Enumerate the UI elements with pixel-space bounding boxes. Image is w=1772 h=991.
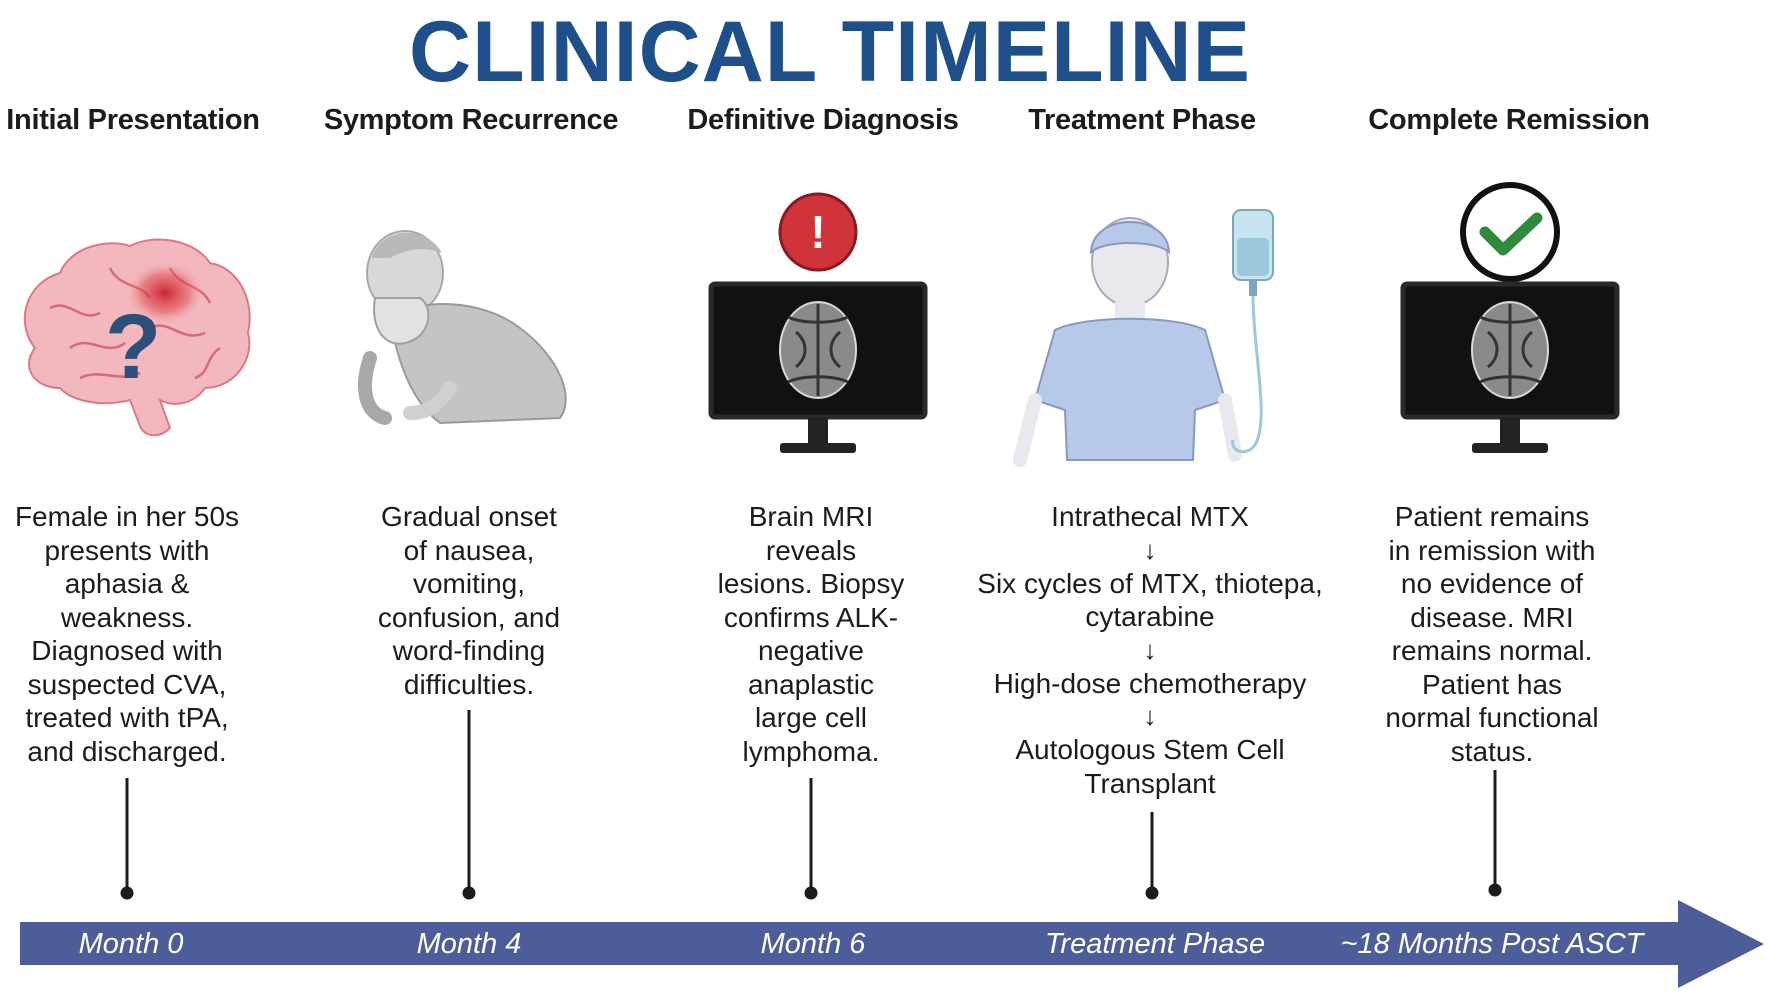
timeline-dot (1488, 883, 1502, 897)
svg-text:!: ! (810, 206, 825, 258)
timeline-dot (462, 886, 476, 900)
treatment-step-4: Autologous Stem Cell (1015, 734, 1285, 765)
alert-icon (778, 192, 858, 272)
treatment-step-2: Six cycles of MTX, thiotepa, (977, 567, 1323, 599)
timeline-dot (1145, 886, 1159, 900)
page-title: CLINICAL TIMELINE (409, 4, 1251, 100)
timeline-stem (125, 778, 129, 893)
timeline-dot (804, 886, 818, 900)
mri-monitor-alert-icon: ! (708, 192, 928, 453)
stage-description-symptom-recurrence: Gradual onset of nausea, vomiting, confu… (377, 501, 561, 700)
timeline-dot (120, 886, 134, 900)
timeline-stem (467, 710, 471, 893)
nauseous-person-icon (358, 230, 567, 425)
stage-description-definitive-diagnosis: Brain MRI reveals lesions. Biopsy confir… (717, 501, 905, 767)
stage-header-complete-remission: Complete Remission (1368, 104, 1650, 136)
time-label-18-months-post-asct: ~18 Months Post ASCT (1340, 928, 1644, 960)
timeline-stem (809, 778, 813, 893)
arrow-down-icon: ↓ (1143, 634, 1157, 665)
arrow-down-icon: ↓ (1143, 701, 1157, 731)
patient-iv-drip-icon (1013, 209, 1274, 467)
treatment-step-3: High-dose chemotherapy (993, 667, 1307, 699)
stage-description-initial-presentation: Female in her 50s presents with aphasia … (14, 501, 240, 767)
arrow-down-icon: ↓ (1143, 534, 1157, 565)
mri-monitor-check-icon (1400, 182, 1620, 453)
stage-header-treatment-phase: Treatment Phase (1028, 104, 1256, 136)
timeline-bar (20, 922, 1680, 965)
brain-question-icon: ? (23, 238, 251, 437)
time-label-month-6: Month 6 (760, 928, 866, 960)
stage-description-treatment-phase: Intrathecal MTX ↓ Six cycles of MTX, thi… (977, 501, 1323, 799)
stage-header-initial-presentation: Initial Presentation (6, 104, 260, 136)
stage-header-symptom-recurrence: Symptom Recurrence (323, 104, 619, 136)
stage-description-complete-remission: Patient remains in remission with no evi… (1385, 501, 1599, 767)
time-label-treatment-phase: Treatment Phase (1044, 928, 1266, 960)
question-mark-icon: ? (105, 296, 161, 398)
timeline-arrowhead-icon (1678, 900, 1764, 988)
time-label-month-0: Month 0 (78, 928, 184, 960)
time-label-month-4: Month 4 (416, 928, 522, 960)
timeline-stem (1493, 770, 1497, 893)
timeline-stem (1150, 812, 1154, 893)
treatment-step-1: Intrathecal MTX (1051, 501, 1249, 532)
stage-header-definitive-diagnosis: Definitive Diagnosis (687, 104, 959, 136)
check-circle-icon (1460, 182, 1560, 282)
